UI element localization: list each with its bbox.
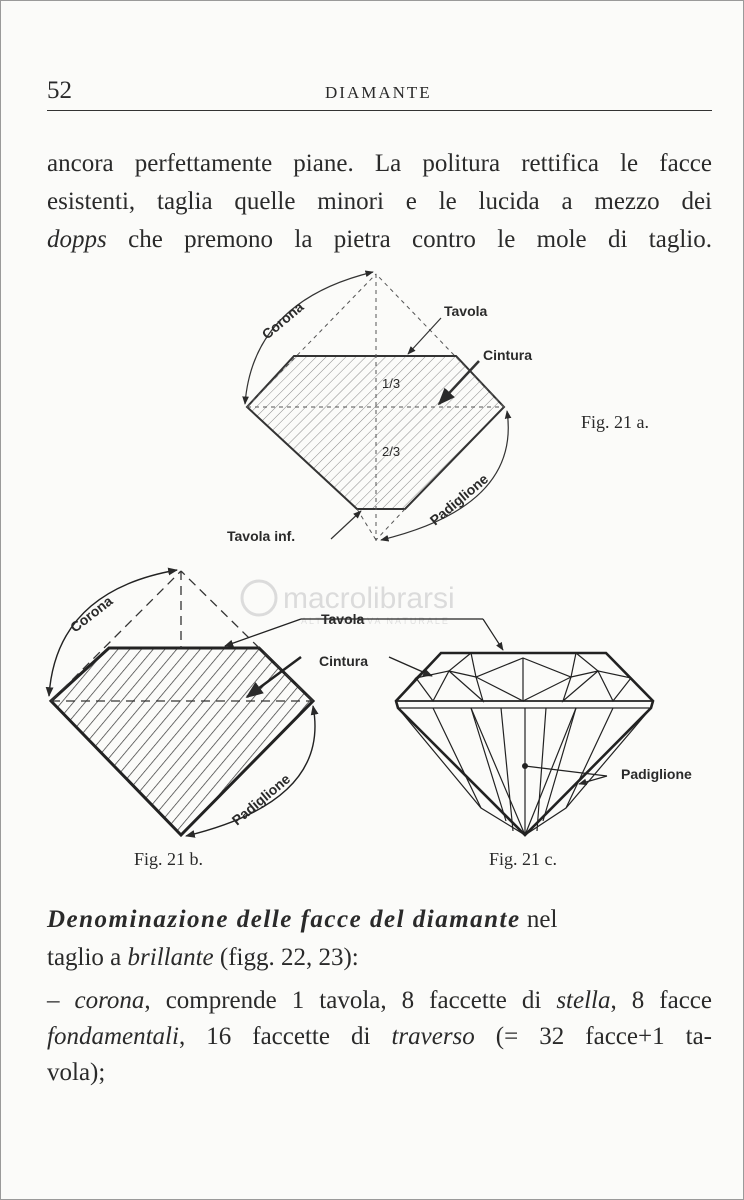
paragraph-line-1: ancora perfettamente piane. La politura … [47,150,712,177]
fig-21a: Corona Tavola Cintura 1/3 2/3 Padiglione… [227,270,649,544]
term-stella: stella [556,987,611,1014]
fig-21a-label-padiglione: Padiglione [427,470,492,528]
list-item-line-3: vola); [47,1059,106,1086]
fig-21a-label-tavola: Tavola [444,303,488,319]
fig-21c [394,651,655,837]
term-traverso: traverso [391,1023,475,1050]
diamond-figures: macrolibrarsi ALTERNATIVA NATURALE Coron… [45,270,692,869]
list-item-line-1: – corona, comprende 1 tavola, 8 faccette… [47,987,712,1014]
paragraph-line-3: dopps che premono la pietra contro le mo… [47,221,712,259]
shared-label-tavola: Tavola [321,611,365,627]
body-paragraph: ancora perfettamente piane. La politura … [47,145,712,259]
section-heading-line-2: taglio a brillante (figg. 22, 23): [47,944,359,971]
watermark-tagline: ALTERNATIVA NATURALE [301,616,450,626]
term-fondamentali: fondamentali [47,1023,179,1050]
fig-21b-label-corona: Corona [67,592,116,635]
section-heading: Denominazione delle facce del diamante n… [47,901,712,977]
term-dopps: dopps [47,226,107,253]
shared-label-cintura: Cintura [319,653,368,669]
page-header: 52 DIAMANTE [47,77,712,111]
facet-list: – corona, comprende 1 tavola, 8 faccette… [47,983,712,1091]
watermark-brand: macrolibrarsi [283,582,455,615]
header-rule [47,110,712,111]
heading-rest: nel [520,906,558,933]
fig-21a-caption: Fig. 21 a. [581,412,649,432]
watermark: macrolibrarsi ALTERNATIVA NATURALE [240,579,455,626]
term-brillante: brillante [127,944,214,971]
fig-21b-label-padiglione: Padiglione [229,770,294,828]
term-corona: corona [74,987,145,1014]
section-heading-line-1: Denominazione delle facce del diamante n… [47,901,712,939]
fig-21b: Corona Padiglione Fig. 21 b. [45,567,319,869]
running-title: DIAMANTE [325,83,432,102]
fig-21b-caption: Fig. 21 b. [134,849,203,869]
fig-21a-label-cintura: Cintura [483,347,532,363]
watermark-logo-icon [240,579,278,617]
heading-bold: Denominazione delle facce del diamante [47,906,521,933]
fig-21c-label-padiglione: Padiglione [621,766,692,782]
page-number: 52 [47,77,72,104]
fig-21a-label-tavola-inf: Tavola inf. [227,528,295,544]
fig-21a-label-two-thirds: 2/3 [382,444,400,459]
paragraph-line-3-rest: che premono la pietra contro le mole di … [106,226,712,253]
fig-21a-label-corona: Corona [259,298,307,342]
paragraph-line-2: esistenti, taglia quelle minori e le luc… [47,188,712,215]
list-dash: – [47,987,60,1014]
list-item-line-2: fondamentali, 16 faccette di traverso (=… [47,1023,712,1050]
fig-21a-label-one-third: 1/3 [382,376,400,391]
fig-21c-caption: Fig. 21 c. [489,849,557,869]
